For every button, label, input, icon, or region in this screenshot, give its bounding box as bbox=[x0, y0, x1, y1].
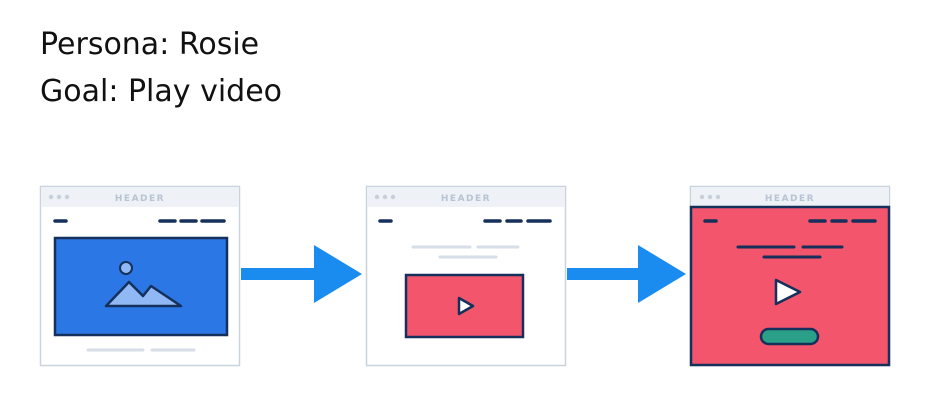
flow-arrow-2 bbox=[567, 245, 686, 303]
persona-title: Persona: Rosie bbox=[40, 27, 260, 62]
image-icon bbox=[104, 261, 183, 308]
fullscreen-video-player bbox=[689, 205, 891, 367]
cta-button bbox=[759, 327, 820, 346]
screen-3-window-dots bbox=[699, 194, 721, 200]
screen-3-header-label: HEADER bbox=[765, 194, 815, 204]
screen-2-wireframe: HEADER bbox=[365, 185, 567, 367]
screen-1-header-label: HEADER bbox=[115, 194, 165, 204]
screen-3-text-lines bbox=[736, 245, 844, 259]
play-icon bbox=[457, 296, 475, 316]
screen-3-browser-bar bbox=[691, 187, 889, 207]
screen-2-header-label: HEADER bbox=[441, 194, 491, 204]
image-placeholder bbox=[53, 236, 229, 337]
screen-2-window-dots bbox=[374, 194, 396, 200]
screen-3-wireframe: HEADER bbox=[689, 185, 891, 367]
play-icon bbox=[774, 278, 802, 306]
screen-2-text-lines bbox=[411, 245, 520, 259]
screen-1-browser-bar bbox=[41, 187, 239, 207]
screen-2-browser-bar bbox=[367, 187, 565, 207]
screen-1-window-dots bbox=[48, 194, 70, 200]
goal-title: Goal: Play video bbox=[40, 74, 283, 109]
screen-1-wireframe: HEADER bbox=[39, 185, 241, 367]
flow-arrow-1 bbox=[241, 245, 362, 303]
